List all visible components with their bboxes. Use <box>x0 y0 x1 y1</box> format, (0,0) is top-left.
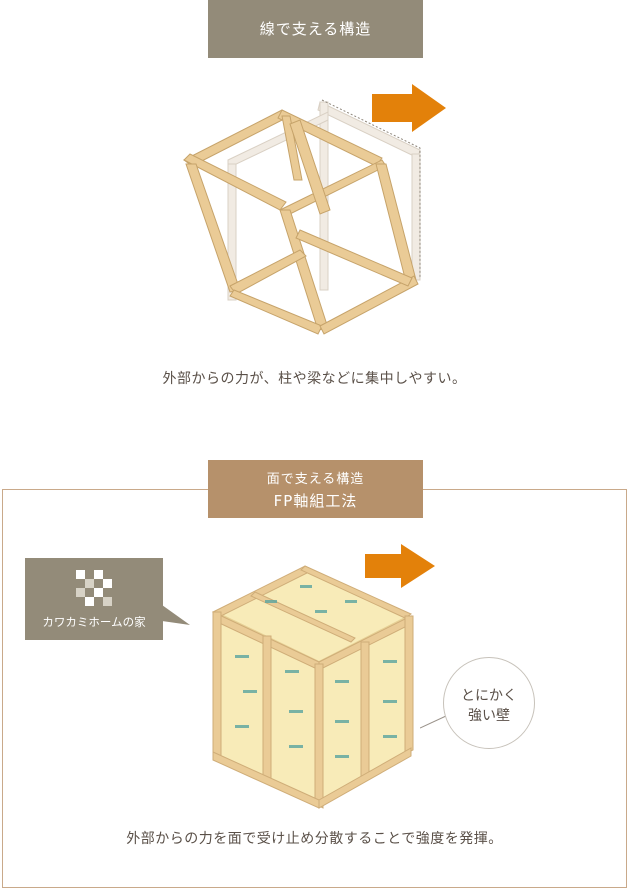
callout-line <box>420 715 447 729</box>
speech-tail <box>162 605 190 625</box>
surface-structure-caption: 外部からの力を面で受け止め分散することで強度を発揮。 <box>126 831 503 847</box>
callout-line1: とにかく <box>461 688 517 704</box>
surface-structure-title: 面で支える構造 <box>266 472 365 487</box>
line-structure-label: 線で支える構造 <box>208 0 423 58</box>
line-structure-caption: 外部からの力が、柱や梁などに集中しやすい。 <box>162 371 467 387</box>
fp-panel-cube-illustration <box>211 544 435 809</box>
strong-wall-callout: とにかく 強い壁 <box>443 657 535 749</box>
fp-method-title: FP軸組工法 <box>273 492 358 510</box>
callout-line2: 強い壁 <box>468 708 510 724</box>
line-structure-frame-illustration <box>183 84 446 335</box>
brand-name: カワカミホームの家 <box>42 615 146 629</box>
brand-badge: カワカミホームの家 <box>25 558 163 640</box>
surface-structure-label: 面で支える構造 FP軸組工法 <box>208 460 423 518</box>
brand-logo-icon <box>76 570 112 606</box>
